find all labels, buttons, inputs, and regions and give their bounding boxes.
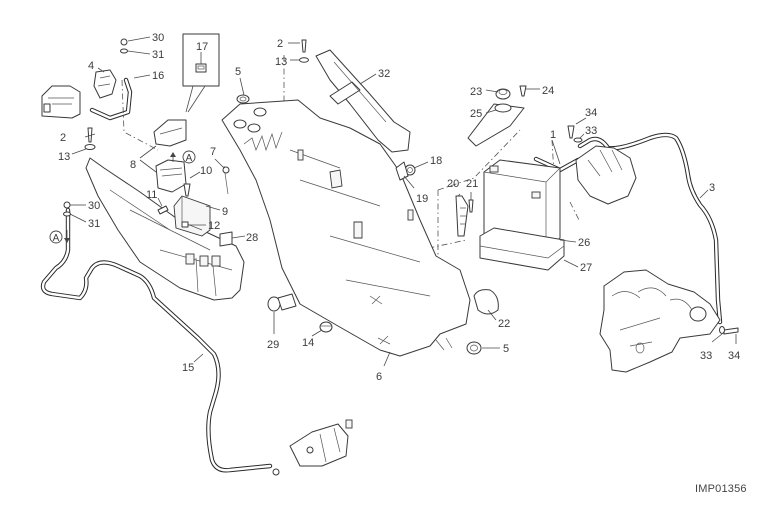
callout-25: 25 <box>470 108 482 120</box>
callout-13-center: 13 <box>275 56 287 68</box>
drawing-code: IMP01356 <box>695 483 747 495</box>
callout-18: 18 <box>430 155 442 167</box>
grommet-5-top[interactable] <box>236 94 250 104</box>
grommet-5-bottom[interactable] <box>466 341 482 355</box>
battery-tray-housing-6[interactable] <box>221 99 471 357</box>
battery-pad-27[interactable] <box>479 227 565 271</box>
callout-34-lower: 34 <box>728 350 740 362</box>
callout-30: 30 <box>152 32 164 44</box>
washer-13-left[interactable] <box>84 144 96 150</box>
callout-4: 4 <box>88 60 94 72</box>
callout-10: 10 <box>200 165 212 177</box>
socket-29[interactable] <box>267 293 297 312</box>
cable-16[interactable] <box>89 77 133 121</box>
screw-21[interactable] <box>468 199 474 213</box>
battery-strap-25[interactable] <box>467 103 525 147</box>
screw-10[interactable] <box>183 183 191 197</box>
callout-3: 3 <box>709 182 715 194</box>
callout-32: 32 <box>378 68 390 80</box>
starter-relay-8[interactable] <box>155 159 187 193</box>
battery-cover-top-left[interactable] <box>41 85 81 119</box>
callout-22: 22 <box>498 318 510 330</box>
callout-27: 27 <box>580 262 592 274</box>
starter-motor[interactable] <box>272 419 353 476</box>
callout-34: 34 <box>585 107 597 119</box>
callout-26: 26 <box>578 237 590 249</box>
cable-tie-7[interactable] <box>222 165 230 195</box>
screw-2-left[interactable] <box>87 127 93 143</box>
clamp-20[interactable] <box>455 195 469 237</box>
plate-19[interactable] <box>395 161 409 181</box>
callout-1: 1 <box>550 129 556 141</box>
screw-2-center[interactable] <box>301 39 307 53</box>
callout-19: 19 <box>416 193 428 205</box>
callout-20: 20 <box>447 178 459 190</box>
callout-21: 21 <box>466 178 478 190</box>
callout-31-lower: 31 <box>88 218 100 230</box>
screw-34-bottom[interactable] <box>723 327 739 335</box>
callout-13: 13 <box>58 151 70 163</box>
screw-24[interactable] <box>519 85 527 97</box>
callout-33: 33 <box>585 125 597 137</box>
electrical-bracket-frame[interactable] <box>85 157 245 301</box>
screw-30-top[interactable] <box>120 38 128 46</box>
solenoid-cable-boot-4[interactable] <box>93 69 117 99</box>
callout-7: 7 <box>210 146 216 158</box>
callout-30-lower: 30 <box>88 200 100 212</box>
washer-13-center[interactable] <box>299 57 309 63</box>
relay-cover-8[interactable] <box>153 119 187 147</box>
cable-15[interactable] <box>40 207 273 473</box>
callout-labels: 30 31 4 16 17 5 2 13 8 7 10 11 9 12 28 3… <box>58 32 740 383</box>
washer-33-top[interactable] <box>573 137 583 143</box>
callout-5: 5 <box>235 66 241 78</box>
rubber-pad-14[interactable] <box>319 321 333 333</box>
callout-6: 6 <box>376 371 382 383</box>
callout-24: 24 <box>542 85 554 97</box>
fuse-17[interactable] <box>195 52 207 73</box>
washer-33-bottom[interactable] <box>719 326 725 334</box>
screw-34-top[interactable] <box>567 125 575 139</box>
cover-22[interactable] <box>473 289 499 315</box>
label-28[interactable] <box>219 231 233 247</box>
screw-30-lower[interactable] <box>63 201 71 209</box>
leader-lines <box>69 36 737 367</box>
callout-31: 31 <box>152 49 164 61</box>
ref-marker-a-upper: A <box>170 150 196 164</box>
callout-28: 28 <box>246 232 258 244</box>
svg-text:A: A <box>186 153 193 164</box>
callout-5-lower: 5 <box>503 343 509 355</box>
engine-crankcase <box>599 269 721 373</box>
callout-12: 12 <box>208 220 220 232</box>
nut-12[interactable] <box>181 221 189 228</box>
callout-16: 16 <box>152 70 164 82</box>
rubber-buffer-23[interactable] <box>495 88 511 100</box>
callout-15: 15 <box>182 362 194 374</box>
callout-2: 2 <box>60 132 66 144</box>
washer-31-top[interactable] <box>120 48 128 54</box>
callout-33-lower: 33 <box>700 350 712 362</box>
ref-marker-a-lower: A <box>49 230 70 244</box>
bracket-32[interactable] <box>315 49 411 153</box>
svg-text:A: A <box>53 233 60 244</box>
screw-11[interactable] <box>157 205 169 215</box>
callout-2-center: 2 <box>277 38 283 50</box>
callout-23: 23 <box>470 86 482 98</box>
washer-31-lower[interactable] <box>63 211 71 217</box>
callout-8: 8 <box>130 159 136 171</box>
callout-9: 9 <box>222 206 228 218</box>
callout-17: 17 <box>196 41 208 53</box>
callout-14: 14 <box>302 337 314 349</box>
callout-29: 29 <box>267 339 279 351</box>
callout-11: 11 <box>146 189 157 201</box>
ground-bracket-right[interactable] <box>575 145 637 205</box>
